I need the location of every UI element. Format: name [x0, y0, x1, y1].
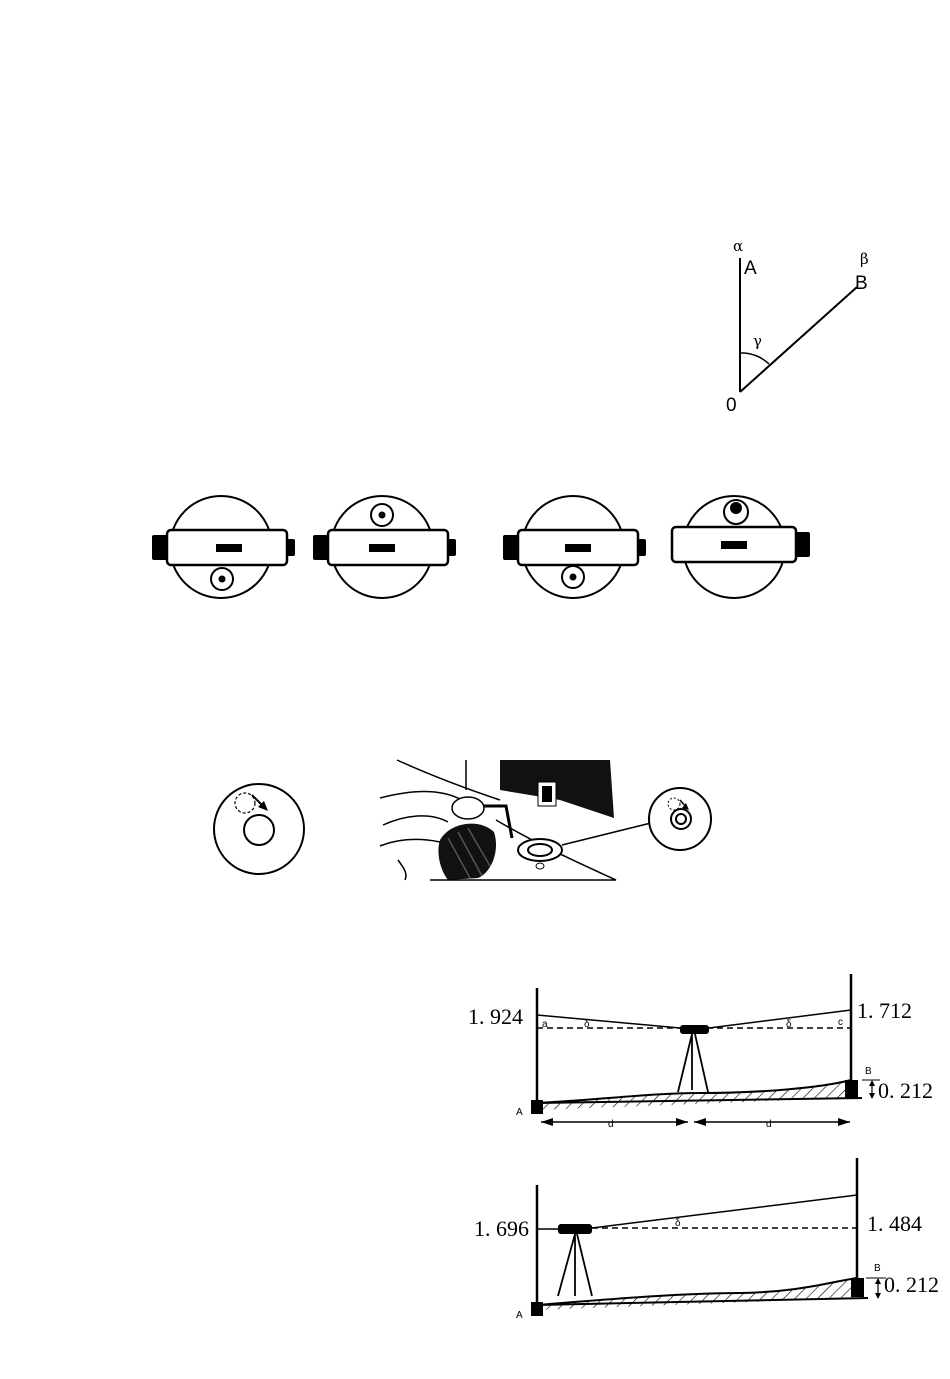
angle-figure: α A β B γ 0: [726, 237, 869, 416]
instrument-view-1: [152, 496, 295, 598]
svg-text:δ: δ: [675, 1218, 681, 1229]
label-gamma: γ: [753, 332, 762, 350]
reading-A-2: 1. 696: [474, 1216, 529, 1241]
label-alpha: α: [733, 237, 743, 255]
bubble-vial-large: [214, 784, 304, 874]
label-B: B: [855, 273, 868, 294]
angle-arc: [740, 353, 769, 364]
svg-text:c: c: [838, 1017, 843, 1028]
levelling-figure-1: a δ δ c 1. 924 1. 712 0. 212 A B d d: [468, 974, 933, 1130]
point-A-1: A: [516, 1107, 523, 1118]
instrument-views: [152, 496, 810, 598]
label-beta: β: [860, 250, 869, 268]
svg-text:δ: δ: [584, 1019, 590, 1030]
instrument-view-2: [313, 496, 456, 598]
reading-B-2: 1. 484: [867, 1211, 922, 1236]
reading-A-1: 1. 924: [468, 1004, 523, 1029]
point-A-2: A: [516, 1310, 523, 1321]
reading-B-1: 1. 712: [857, 998, 912, 1023]
distance-left: d: [608, 1119, 614, 1130]
bubble-vial-small: [649, 788, 711, 850]
point-B-1: B: [865, 1066, 872, 1077]
svg-text:a: a: [542, 1019, 548, 1030]
instrument-view-4: [672, 496, 810, 598]
distance-right: d: [766, 1119, 772, 1130]
label-A: A: [744, 258, 757, 279]
hand-adjusting-screw: [380, 760, 655, 880]
label-O: 0: [726, 395, 737, 416]
bubble-adjust-figure: [214, 760, 711, 880]
svg-text:δ: δ: [786, 1019, 792, 1030]
point-B-2: B: [874, 1263, 881, 1274]
instrument-view-3: [503, 496, 646, 598]
ground-profile: [537, 1080, 851, 1110]
height-diff-2: 0. 212: [884, 1272, 939, 1297]
height-diff-1: 0. 212: [878, 1078, 933, 1103]
levelling-figure-2: δ 1. 696 1. 484 0. 212 A B: [474, 1158, 939, 1321]
